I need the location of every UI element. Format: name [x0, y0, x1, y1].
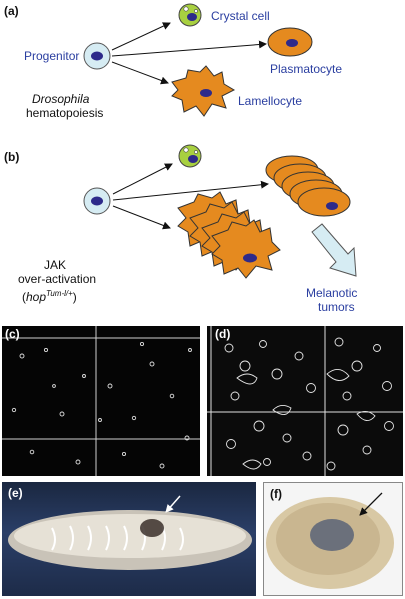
- label-hop-genotype: (hopTum-l/+): [22, 289, 77, 304]
- label-melanotic: Melanotic: [306, 286, 358, 300]
- label-over-activation: over-activation: [18, 272, 97, 286]
- crystal-cell: [178, 3, 202, 27]
- progenitor-cell-a: [83, 42, 111, 70]
- label-crystal-cell: Crystal cell: [211, 9, 270, 23]
- arrow-to-lamellocytes-b: [112, 205, 171, 230]
- larva-f-illustration: [266, 492, 394, 589]
- hop-prefix: (: [22, 290, 26, 304]
- lamellocyte-stack: [177, 191, 281, 279]
- label-progenitor: Progenitor: [24, 49, 80, 63]
- cell-diagram: [83, 3, 357, 279]
- crystal-cell-b: [178, 144, 202, 168]
- panel-label-e: (e): [8, 486, 23, 500]
- plasmatocyte-stack: [265, 155, 351, 217]
- label-tumors: tumors: [318, 300, 355, 314]
- panel-label-c: (c): [5, 327, 20, 341]
- arrow-to-plasmatocyte: [111, 40, 267, 57]
- arrow-to-plasmatocytes-b: [112, 180, 269, 201]
- caption-hematopoiesis: hematopoiesis: [26, 106, 104, 120]
- micrograph-d-cells: [207, 326, 403, 476]
- melanotic-tumor-e: [140, 519, 164, 537]
- caption-drosophila: Drosophila: [32, 92, 90, 106]
- progenitor-cell-b: [83, 187, 111, 215]
- panel-label-b: (b): [4, 150, 20, 164]
- label-plasmatocyte: Plasmatocyte: [270, 62, 343, 76]
- hop-suffix: ): [72, 290, 77, 304]
- arrow-f: [359, 492, 383, 516]
- arrow-to-crystal-cell-b: [112, 163, 173, 195]
- label-lamellocyte: Lamellocyte: [238, 94, 303, 108]
- larva-illustration: [8, 495, 252, 570]
- arrow-e: [165, 495, 181, 513]
- hop-gene: hop: [26, 290, 47, 304]
- hop-superscript: Tum-l/+: [46, 289, 73, 298]
- panel-label-f: (f): [270, 487, 282, 501]
- micrograph-c: (c): [2, 326, 200, 476]
- panel-label-a: (a): [4, 4, 19, 18]
- micrograph-d: (d): [207, 326, 403, 476]
- arrow-to-lamellocyte: [111, 61, 169, 85]
- arrow-to-crystal-cell: [111, 22, 171, 51]
- label-jak: JAK: [44, 258, 67, 272]
- plasmatocyte-cell: [267, 27, 313, 57]
- melanotic-tumor-arrow: [311, 223, 357, 277]
- panel-label-d: (d): [215, 327, 231, 341]
- melanotic-tumor-f: [310, 519, 354, 551]
- micrograph-c-cells: [2, 326, 200, 476]
- lamellocyte-cell: [171, 65, 236, 117]
- photo-f-larva: (f): [263, 482, 403, 596]
- photo-e-larva: (e): [2, 482, 256, 596]
